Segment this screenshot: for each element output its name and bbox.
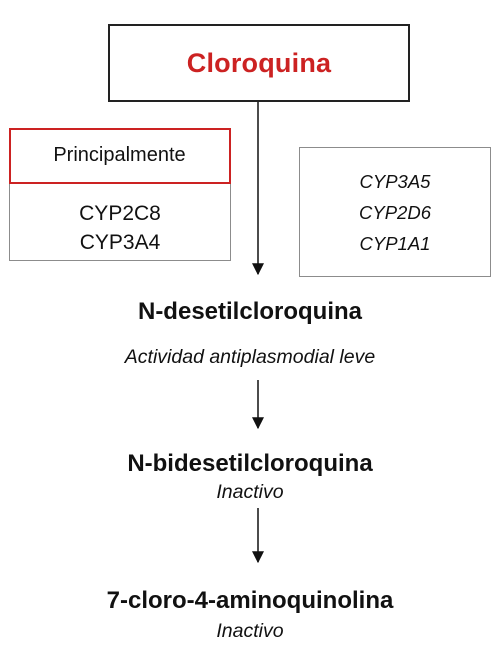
main-enzymes-box: Principalmente CYP2C8 CYP3A4: [8, 127, 231, 261]
enzyme-item: CYP3A4: [79, 231, 161, 254]
main-enzymes-list: CYP2C8 CYP3A4: [10, 199, 230, 257]
metabolite-3-name: 7-cloro-4-aminoquinolina: [106, 587, 394, 614]
metabolite-1-activity: Actividad antiplasmodial leve: [124, 346, 376, 368]
metabolite-1-name: N-desetilcloroquina: [137, 298, 363, 325]
enzyme-item: CYP2C8: [79, 202, 161, 225]
drug-name: Cloroquina: [186, 47, 332, 78]
metabolite-2-activity: Inactivo: [216, 481, 284, 503]
metabolite-2-name: N-bidesetilcloroquina: [127, 450, 373, 477]
enzyme-item: CYP3A5: [359, 170, 431, 192]
enzyme-item: CYP1A1: [359, 232, 431, 254]
principal-label: Principalmente: [8, 127, 231, 184]
minor-enzymes-box: CYP3A5 CYP2D6 CYP1A1: [299, 147, 491, 277]
enzyme-item: CYP2D6: [359, 201, 431, 223]
metabolite-3-activity: Inactivo: [216, 620, 284, 642]
drug-node: Cloroquina: [108, 24, 410, 102]
